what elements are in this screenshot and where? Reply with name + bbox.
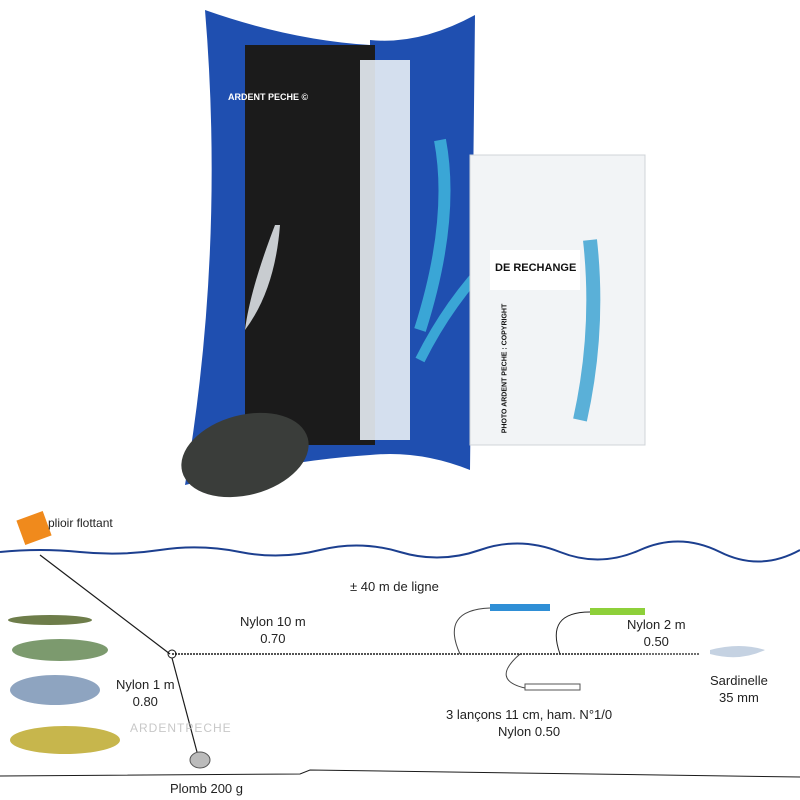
float-label: plioir flottant xyxy=(48,516,113,530)
fish-sandeel xyxy=(8,615,92,625)
clear-line xyxy=(360,60,410,440)
spoon-lure xyxy=(245,225,280,330)
ardent-peche-logo: ARDENTPECHE xyxy=(130,721,232,735)
spare-bag xyxy=(469,154,646,446)
photo-sinker xyxy=(181,412,309,498)
leader-2 xyxy=(555,611,591,655)
green-eel-lure xyxy=(590,608,645,615)
blue-lure-1 xyxy=(414,138,451,332)
fish-mackerel xyxy=(12,639,108,661)
sinker-icon xyxy=(189,751,211,769)
sardinelle-icon xyxy=(710,646,765,658)
bag-label: DE RECHANGE xyxy=(495,262,577,274)
blue-eel-lure xyxy=(490,604,550,611)
float-icon xyxy=(16,510,52,546)
sinker-line xyxy=(171,657,198,753)
line-length-label: ± 40 m de ligne xyxy=(350,579,439,594)
wound-line xyxy=(245,45,375,445)
sinker-label: Plomb 200 g xyxy=(170,781,243,796)
leader-1 xyxy=(453,607,491,655)
fish-pollack xyxy=(10,726,120,754)
water-surface xyxy=(0,540,800,563)
leader-3 xyxy=(505,653,526,689)
seabed xyxy=(0,769,800,778)
bag-lure xyxy=(573,239,601,422)
fish-bass xyxy=(10,675,100,705)
white-eel-lure xyxy=(524,683,581,691)
bag-copyright: PHOTO ARDENT PECHE : COPYRIGHT xyxy=(501,303,509,434)
main-line xyxy=(39,554,171,655)
photo-watermark: ARDENT PECHE © xyxy=(228,92,309,102)
